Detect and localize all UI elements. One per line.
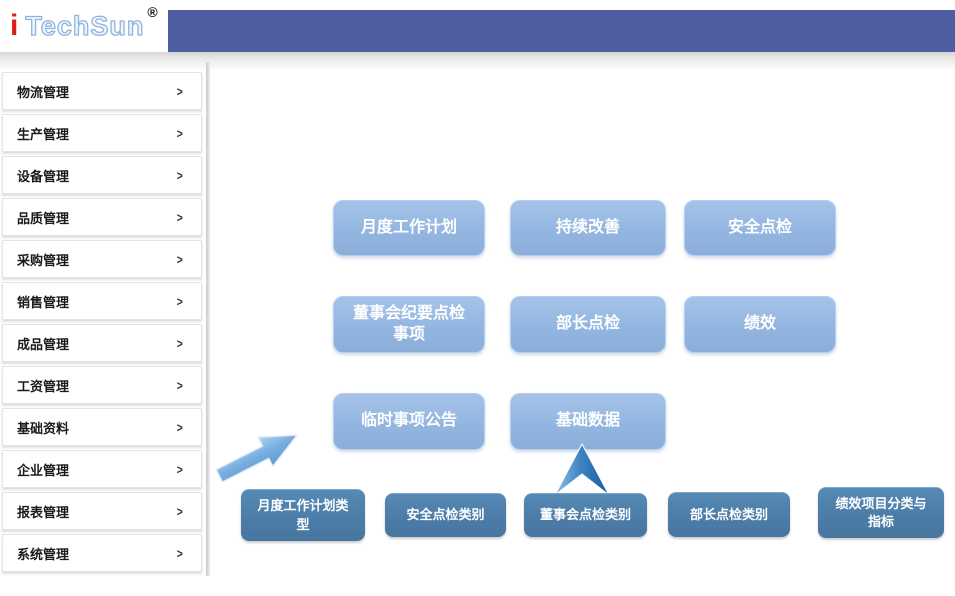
chevron-right-icon: > [177, 419, 184, 435]
chevron-right-icon: > [177, 545, 184, 561]
sidebar-item-payroll[interactable]: 工资管理 > [2, 366, 202, 404]
sidebar-item-label: 销售管理 [17, 294, 70, 310]
sidebar-menu: 物流管理 > 生产管理 > 设备管理 > 品质管理 > 采购管理 > 销售管理 … [2, 72, 202, 572]
logo-i-mark: i [10, 9, 19, 42]
sidebar-item-sales[interactable]: 销售管理 > [2, 282, 202, 320]
monthly-work-plan-button[interactable]: 月度工作计划 [333, 200, 485, 256]
arrow-up-chevron-icon [554, 442, 610, 496]
sidebar-item-label: 物流管理 [17, 84, 70, 100]
sidebar-item-label: 成品管理 [17, 336, 70, 352]
sidebar-item-master-data[interactable]: 基础资料 > [2, 408, 202, 446]
sidebar-item-logistics[interactable]: 物流管理 > [2, 72, 202, 110]
basic-data-button[interactable]: 基础数据 [510, 393, 666, 450]
chevron-right-icon: > [177, 125, 184, 141]
chevron-right-icon: > [177, 251, 184, 267]
sidebar-item-purchasing[interactable]: 采购管理 > [2, 240, 202, 278]
sidebar-item-system[interactable]: 系统管理 > [2, 534, 202, 572]
sidebar-item-label: 生产管理 [17, 126, 70, 142]
performance-classification-button[interactable]: 绩效项目分类与指标 [818, 487, 944, 538]
sidebar-item-label: 系统管理 [17, 546, 70, 562]
safety-inspection-category-button[interactable]: 安全点检类别 [385, 493, 506, 537]
sidebar-item-label: 基础资料 [17, 420, 70, 436]
arrow-up-right-icon [215, 434, 299, 484]
sidebar-divider [206, 62, 210, 576]
chevron-right-icon: > [177, 461, 184, 477]
logo: i TechSun ® [0, 0, 168, 52]
minister-inspection-category-button[interactable]: 部长点检类别 [668, 492, 790, 537]
chevron-right-icon: > [177, 335, 184, 351]
sidebar-item-enterprise[interactable]: 企业管理 > [2, 450, 202, 488]
safety-inspection-button[interactable]: 安全点检 [684, 200, 836, 256]
chevron-right-icon: > [177, 377, 184, 393]
monthly-plan-type-category-button[interactable]: 月度工作计划类型 [241, 489, 365, 541]
chevron-right-icon: > [177, 83, 184, 99]
chevron-right-icon: > [177, 167, 184, 183]
performance-button[interactable]: 绩效 [684, 296, 836, 353]
sidebar-item-label: 工资管理 [17, 378, 70, 394]
logo-text: TechSun [25, 10, 145, 41]
sidebar-item-production[interactable]: 生产管理 > [2, 114, 202, 152]
header-shadow-band [0, 52, 955, 69]
registered-trademark: ® [147, 4, 158, 20]
chevron-right-icon: > [177, 293, 184, 309]
sidebar-item-label: 企业管理 [17, 462, 70, 478]
continuous-improvement-button[interactable]: 持续改善 [510, 200, 666, 256]
board-minutes-check-button[interactable]: 董事会纪要点检事项 [333, 296, 485, 353]
sidebar-item-label: 品质管理 [17, 210, 70, 226]
sidebar-item-finished-goods[interactable]: 成品管理 > [2, 324, 202, 362]
sidebar-item-label: 设备管理 [17, 168, 70, 184]
sidebar-item-label: 报表管理 [17, 504, 70, 520]
sidebar-item-quality[interactable]: 品质管理 > [2, 198, 202, 236]
board-inspection-category-button[interactable]: 董事会点检类别 [524, 493, 647, 537]
minister-inspection-button[interactable]: 部长点检 [510, 296, 666, 353]
chevron-right-icon: > [177, 503, 184, 519]
temporary-notice-button[interactable]: 临时事项公告 [333, 393, 485, 450]
sidebar-item-label: 采购管理 [17, 252, 70, 268]
sidebar-item-equipment[interactable]: 设备管理 > [2, 156, 202, 194]
chevron-right-icon: > [177, 209, 184, 225]
sidebar-item-reports[interactable]: 报表管理 > [2, 492, 202, 530]
